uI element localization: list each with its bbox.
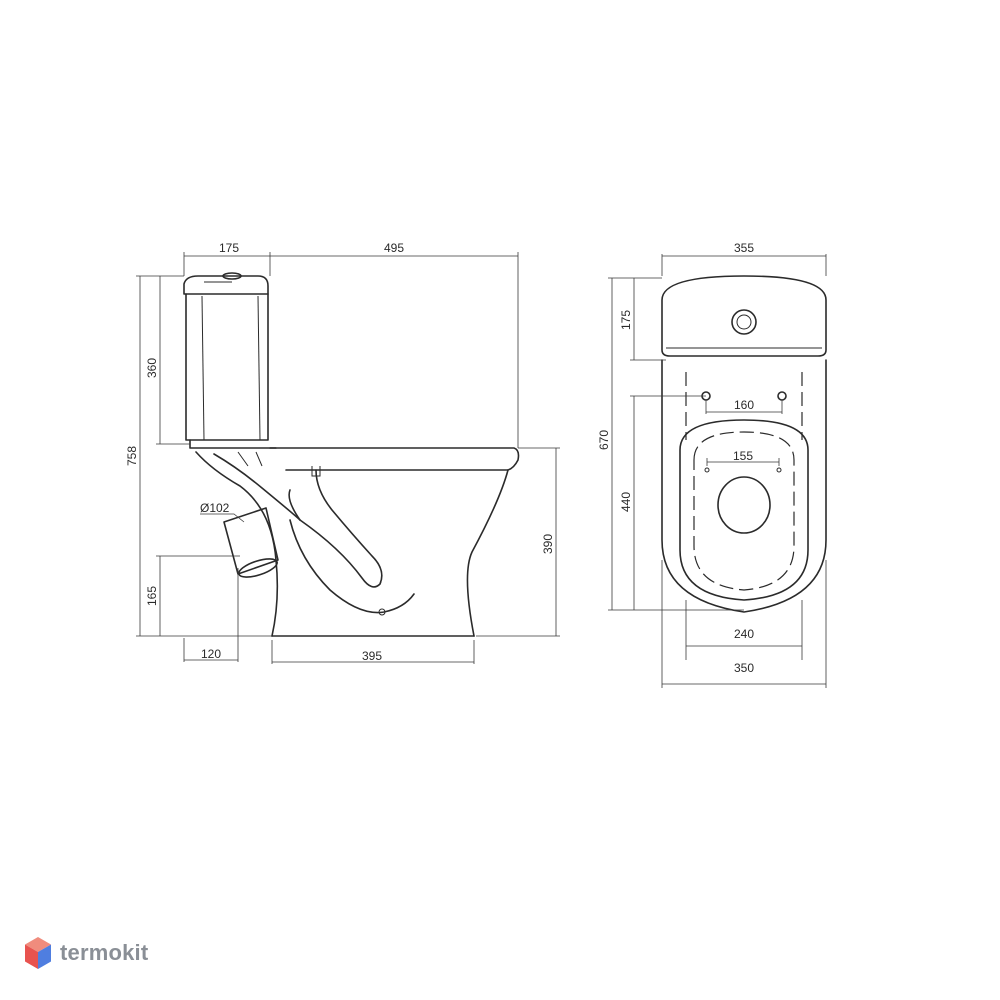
hinge-bolt-right [777, 391, 787, 401]
dim-total-width: 355 [734, 241, 754, 255]
bowl-outline [661, 359, 827, 613]
tank-top [661, 275, 827, 357]
tank-inner-line [201, 295, 205, 441]
tank-lid [183, 275, 269, 295]
outlet-end [238, 558, 278, 578]
dim-total-height: 758 [125, 446, 139, 466]
seat-hinge [237, 451, 263, 467]
trap-curve [288, 469, 383, 588]
fix-point-left [704, 467, 710, 473]
flush-button-inner [736, 314, 752, 330]
dim-inner-width-lines [685, 600, 803, 660]
trap-top-tab [311, 466, 321, 477]
trap-back [195, 451, 279, 637]
dim-bowl-width-lines [661, 560, 827, 688]
brand-name: termokit [60, 940, 149, 965]
drain-hole [717, 476, 771, 534]
drain-mark [378, 608, 386, 616]
flush-button-side [222, 272, 242, 280]
bowl-body [466, 469, 509, 637]
dim-outlet-offset-lines [183, 568, 239, 662]
dim-outlet-diameter: Ø102 [200, 501, 230, 515]
dim-bowl-length: 495 [384, 241, 404, 255]
dim-hinge-lines [705, 400, 783, 414]
trap-inner [213, 453, 301, 521]
dim-total-length-lines [608, 277, 744, 611]
dim-bowl-length-top: 440 [619, 492, 633, 512]
trap-lower [289, 519, 415, 614]
dim-base-length: 395 [362, 649, 382, 663]
dim-inner-width: 240 [734, 627, 754, 641]
dim-diameter-leader [200, 513, 245, 523]
bowl-rim [269, 447, 520, 471]
dim-seat-height: 390 [541, 534, 555, 554]
dim-hinge-spacing: 160 [734, 398, 754, 412]
dim-total-length: 670 [597, 430, 611, 450]
dim-tank-depth-top: 175 [619, 310, 633, 330]
fix-point-right [776, 467, 782, 473]
seat-outline [679, 419, 809, 601]
dim-tank-depth: 175 [219, 241, 239, 255]
dim-base-length-lines [271, 640, 475, 664]
dim-outlet-height: 165 [145, 586, 159, 606]
top-view: 160 155 355 670 175 440 240 350 [597, 241, 827, 688]
dim-tank-height-lines [156, 276, 190, 445]
tank-inner-line-2 [257, 295, 261, 441]
dim-outlet-height-lines [156, 555, 240, 636]
dim-total-width-lines [661, 254, 827, 276]
termokit-logo-icon [25, 937, 51, 969]
dim-tank-top-lines [630, 278, 666, 361]
tank-body [185, 293, 269, 441]
bowl-inner-dashed [685, 372, 803, 440]
seat-inner-dashed [693, 431, 795, 591]
dim-fix-lines [706, 458, 780, 466]
outlet-pipe [223, 507, 279, 575]
dim-tank-height: 360 [145, 358, 159, 378]
flush-button-top [731, 309, 757, 335]
side-view: 175 495 758 360 165 Ø102 120 395 390 [125, 241, 560, 664]
dim-outlet-offset: 120 [201, 647, 221, 661]
dim-bowl-length-lines [630, 395, 706, 610]
dim-seat-height-lines [476, 447, 560, 637]
dim-fix-spacing: 155 [733, 449, 753, 463]
tank-base [189, 439, 277, 449]
dim-bowl-width: 350 [734, 661, 754, 675]
dim-top-lines [183, 252, 519, 448]
dim-total-height-lines [136, 275, 272, 637]
